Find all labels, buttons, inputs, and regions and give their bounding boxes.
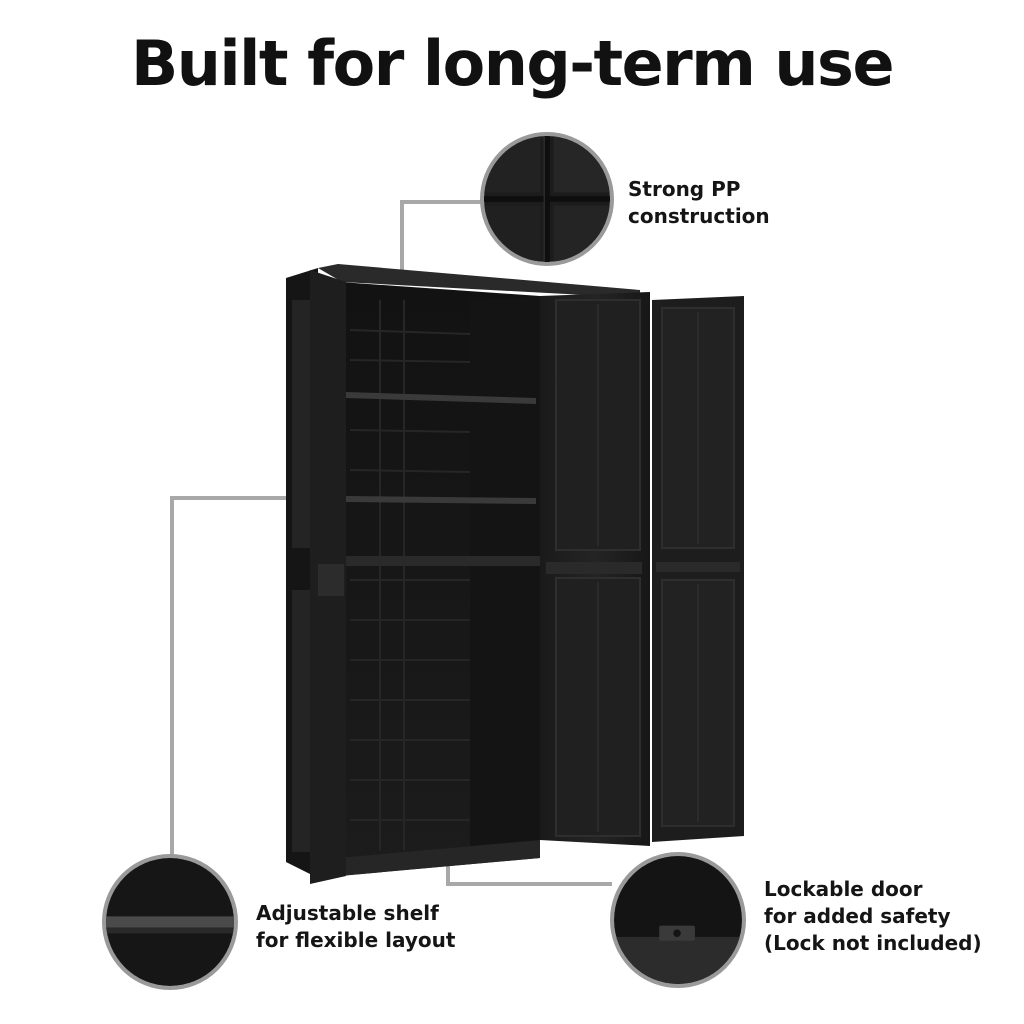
shelf-detail-circle [102,854,238,990]
shelf-middle [346,496,536,504]
callout-lock: Lockable door for added safety (Lock not… [764,876,982,957]
lock-detail-circle [610,852,746,988]
right-door-inner [540,292,650,846]
callout-lock-line-2: for added safety [764,904,951,928]
callout-lock-line-3: (Lock not included) [764,931,982,955]
callout-shelf-line-1: Adjustable shelf [256,901,439,925]
shelf-detail-icon [106,858,234,986]
right-door-outer [652,296,744,842]
door-joint-detail-icon [484,136,610,262]
callout-shelf: Adjustable shelf for flexible layout [256,900,455,954]
headline: Built for long-term use [131,27,895,100]
callout-lock-line-1: Lockable door [764,877,923,901]
construction-detail-circle [480,132,614,266]
shelf-upper [346,392,536,404]
callout-construction: Strong PP construction [628,176,770,230]
callout-shelf-line-2: for flexible layout [256,928,456,952]
callout-construction-line-2: construction [628,204,770,228]
cabinet-body [286,264,640,884]
lock-hasp-detail-icon [614,856,742,984]
leader-line-construction [400,200,484,276]
callout-construction-line-1: Strong PP [628,177,741,201]
